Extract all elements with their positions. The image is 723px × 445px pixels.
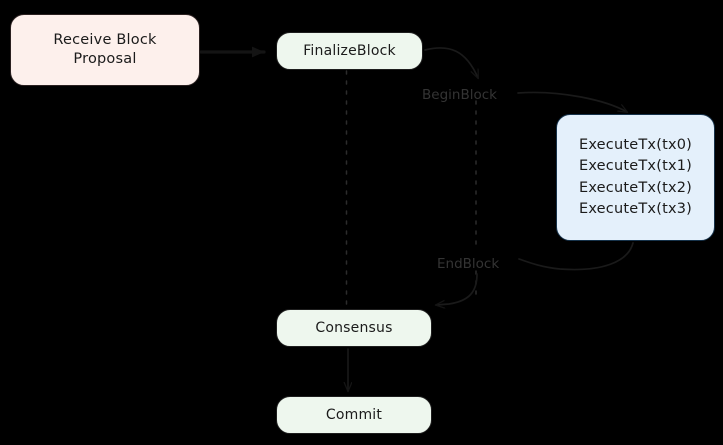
node-commit[interactable]: Commit (276, 396, 432, 434)
edge-label-end-block: EndBlock (437, 256, 500, 272)
node-label-line: ExecuteTx(tx3) (578, 200, 693, 217)
node-label-line: ExecuteTx(tx1) (578, 158, 693, 175)
node-consensus[interactable]: Consensus (276, 309, 432, 347)
edge-executetxs-to-endblock (518, 242, 634, 271)
node-label-line: Receive Block (53, 31, 157, 48)
node-label-line: FinalizeBlock (303, 42, 396, 59)
edge-beginblock-to-executetxs (517, 91, 627, 112)
node-label-line: ExecuteTx(tx0) (578, 137, 693, 154)
edge-finalize-to-beginblock (424, 47, 478, 78)
node-label-line: ExecuteTx(tx2) (578, 179, 693, 196)
node-execute-txs[interactable]: ExecuteTx(tx0) ExecuteTx(tx1) ExecuteTx(… (556, 114, 715, 241)
node-finalize-block[interactable]: FinalizeBlock (276, 32, 423, 70)
node-label-line: Commit (325, 406, 383, 423)
node-label-line: Proposal (73, 51, 137, 67)
node-label-line: Consensus (315, 319, 393, 336)
edge-label-begin-block: BeginBlock (422, 87, 497, 103)
node-receive-block-proposal[interactable]: Receive Block Proposal (10, 14, 200, 86)
edge-endblock-to-consensus (436, 273, 478, 305)
